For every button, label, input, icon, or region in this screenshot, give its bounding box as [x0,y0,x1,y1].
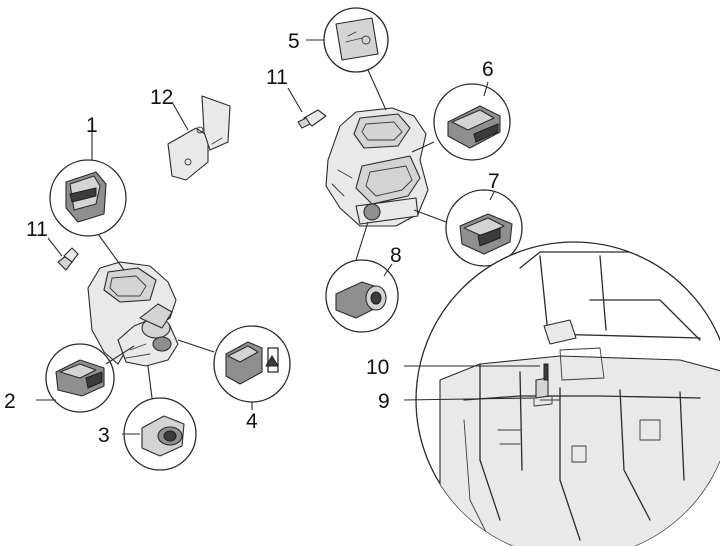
left-switch-panel [87,261,179,367]
part-6-switch [411,81,511,161]
callout-4: 4 [246,410,258,433]
callout-2: 2 [4,390,16,413]
detail-view-circle [403,241,720,546]
part-11-bulb-left [47,237,79,271]
part-1-switch [49,126,127,271]
callout-5: 5 [288,30,300,53]
part-2-switch [36,343,135,413]
callout-11-right: 11 [266,66,288,89]
callout-6: 6 [482,58,494,81]
right-upper-panel [325,107,429,227]
callout-7: 7 [488,170,500,193]
callout-9: 9 [378,390,390,413]
part-3-switch [122,365,197,471]
part-5-switch [306,7,389,111]
callout-8: 8 [390,244,402,267]
callout-1: 1 [86,114,98,137]
part-7-switch [413,189,523,267]
part-12-bracket [167,95,231,181]
callout-labels: 1 2 3 4 5 6 7 8 9 10 11 11 12 [4,30,500,447]
part-4-hazard-switch [177,325,291,410]
callout-12: 12 [150,86,173,109]
part-11-bulb-right [287,87,327,129]
callout-3: 3 [98,424,110,447]
part-8-socket [325,221,399,333]
callout-11-left: 11 [26,218,48,241]
callout-10: 10 [366,356,389,379]
